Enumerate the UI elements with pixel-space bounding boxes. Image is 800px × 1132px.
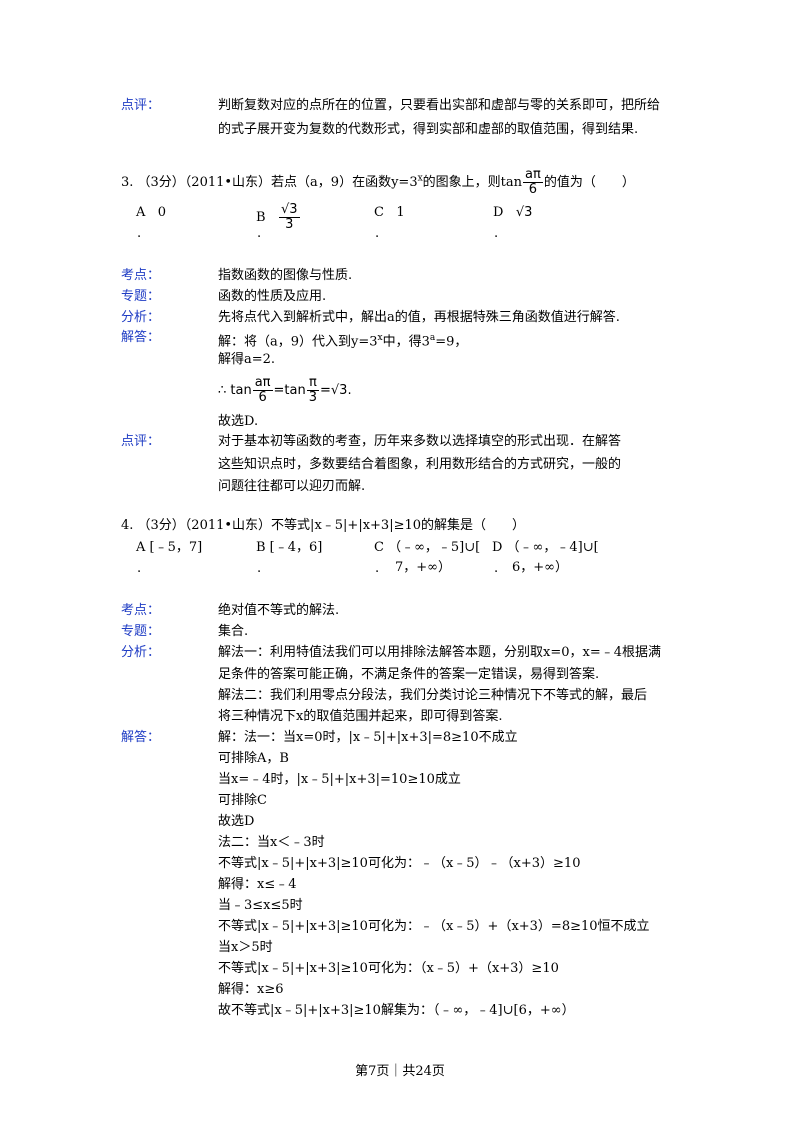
jieda-line: 解得a=2. xyxy=(218,352,276,367)
dianping-line: 对于基本初等函数的考查，历年来多数以选择填空的形式出现．在解答 xyxy=(218,434,622,449)
jieda-line: 当x＞5时 xyxy=(218,940,273,955)
kaodian-label: 考点： xyxy=(121,603,161,618)
jieda-line: 故选D xyxy=(218,814,255,829)
fenxi-text: 先将点代入到解析式中，解出a的值，再根据特殊三角函数值进行解答. xyxy=(218,310,620,325)
kaodian-text: 绝对值不等式的解法. xyxy=(218,603,340,618)
option-dot: . xyxy=(494,226,499,241)
jieda-line: 不等式|x﹣5|+|x+3|≥10可化为：﹣（x﹣5）+（x+3）=8≥10恒不… xyxy=(218,919,650,934)
fenxi-line: 足条件的答案可能正确，不满足条件的答案一定错误，易得到答案. xyxy=(218,667,600,682)
jieda-line: 当x=﹣4时，|x﹣5|+|x+3|=10≥10成立 xyxy=(218,772,461,787)
q3-option-d: D √3 xyxy=(493,205,533,220)
zhuanti-label: 专题： xyxy=(121,624,161,639)
option-dot: . xyxy=(375,226,380,241)
q4-option-a: A [﹣5，7] xyxy=(136,540,203,555)
zhuanti-text: 集合. xyxy=(218,624,249,639)
jieda-line: 解得：x≥6 xyxy=(218,982,284,997)
zhuanti-text: 函数的性质及应用. xyxy=(218,289,327,304)
dianping-line: 这些知识点时，多数要结合着图象，利用数形结合的方式研究，一般的 xyxy=(218,457,622,472)
q4-option-b: B [﹣4，6] xyxy=(256,540,323,555)
comment-label: 点评： xyxy=(121,98,161,113)
q4-option-c-cont: 7，+∞） xyxy=(395,560,451,575)
jieda-line: 解：法一：当x=0时，|x﹣5|+|x+3|=8≥10不成立 xyxy=(218,730,518,745)
jieda-line: 解得：x≤﹣4 xyxy=(218,877,297,892)
jieda-line: 故不等式|x﹣5|+|x+3|≥10解集为：（﹣∞，﹣4]∪[6，+∞） xyxy=(218,1003,575,1018)
jieda-label: 解答： xyxy=(121,730,161,745)
q4-option-d-cont: 6，+∞） xyxy=(512,560,568,575)
comment-line: 判断复数对应的点所在的位置，只要看出实部和虚部与零的关系即可，把所给 xyxy=(218,98,661,113)
kaodian-label: 考点： xyxy=(121,268,161,283)
option-dot: . xyxy=(375,561,380,576)
jieda-line: 不等式|x﹣5|+|x+3|≥10可化为：（x﹣5）+（x+3）≥10 xyxy=(218,961,559,976)
q4-stem: 4. （3分）（2011•山东）不等式|x﹣5|+|x+3|≥10的解集是（ ） xyxy=(121,518,526,533)
fenxi-line: 将三种情况下x的取值范围并起来，即可得到答案. xyxy=(218,709,503,724)
jieda-line: 可排除C xyxy=(218,793,267,808)
jieda-line: 解：将（a，9）代入到y=3x中，得3a=9， xyxy=(218,333,468,350)
jieda-line: 故选D. xyxy=(218,414,259,429)
option-dot: . xyxy=(257,226,262,241)
q4-option-d: D （﹣∞，﹣4]∪[ xyxy=(492,540,599,555)
dianping-line: 问题往往都可以迎刃而解. xyxy=(218,479,366,494)
jieda-line: 当﹣3≤x≤5时 xyxy=(218,898,303,913)
jieda-line: 法二：当x＜﹣3时 xyxy=(218,835,325,850)
q4-option-c: C （﹣∞，﹣5]∪[ xyxy=(374,540,481,555)
option-dot: . xyxy=(137,561,142,576)
jieda-label: 解答： xyxy=(121,330,161,345)
zhuanti-label: 专题： xyxy=(121,289,161,304)
q3-option-a: A 0 xyxy=(136,205,167,220)
option-dot: . xyxy=(257,561,262,576)
fenxi-line: 解法一：利用特值法我们可以用排除法解答本题，分别取x=0，x=﹣4根据满 xyxy=(218,645,661,660)
fenxi-label: 分析： xyxy=(121,645,161,660)
fenxi-line: 解法二：我们利用零点分段法，我们分类讨论三种情况下不等式的解，最后 xyxy=(218,688,648,703)
dianping-label: 点评： xyxy=(121,434,161,449)
option-dot: . xyxy=(137,226,142,241)
fenxi-label: 分析： xyxy=(121,310,161,325)
jieda-line: 不等式|x﹣5|+|x+3|≥10可化为：﹣（x﹣5）﹣（x+3）≥10 xyxy=(218,856,581,871)
comment-line: 的式子展开变为复数的代数形式，得到实部和虚部的取值范围，得到结果. xyxy=(218,122,639,137)
q3-option-c: C 1 xyxy=(374,205,405,220)
kaodian-text: 指数函数的图像与性质. xyxy=(218,268,353,283)
page-footer: 第7页｜共24页 xyxy=(355,1064,445,1079)
option-dot: . xyxy=(494,561,499,576)
jieda-line: 可排除A，B xyxy=(218,751,289,766)
